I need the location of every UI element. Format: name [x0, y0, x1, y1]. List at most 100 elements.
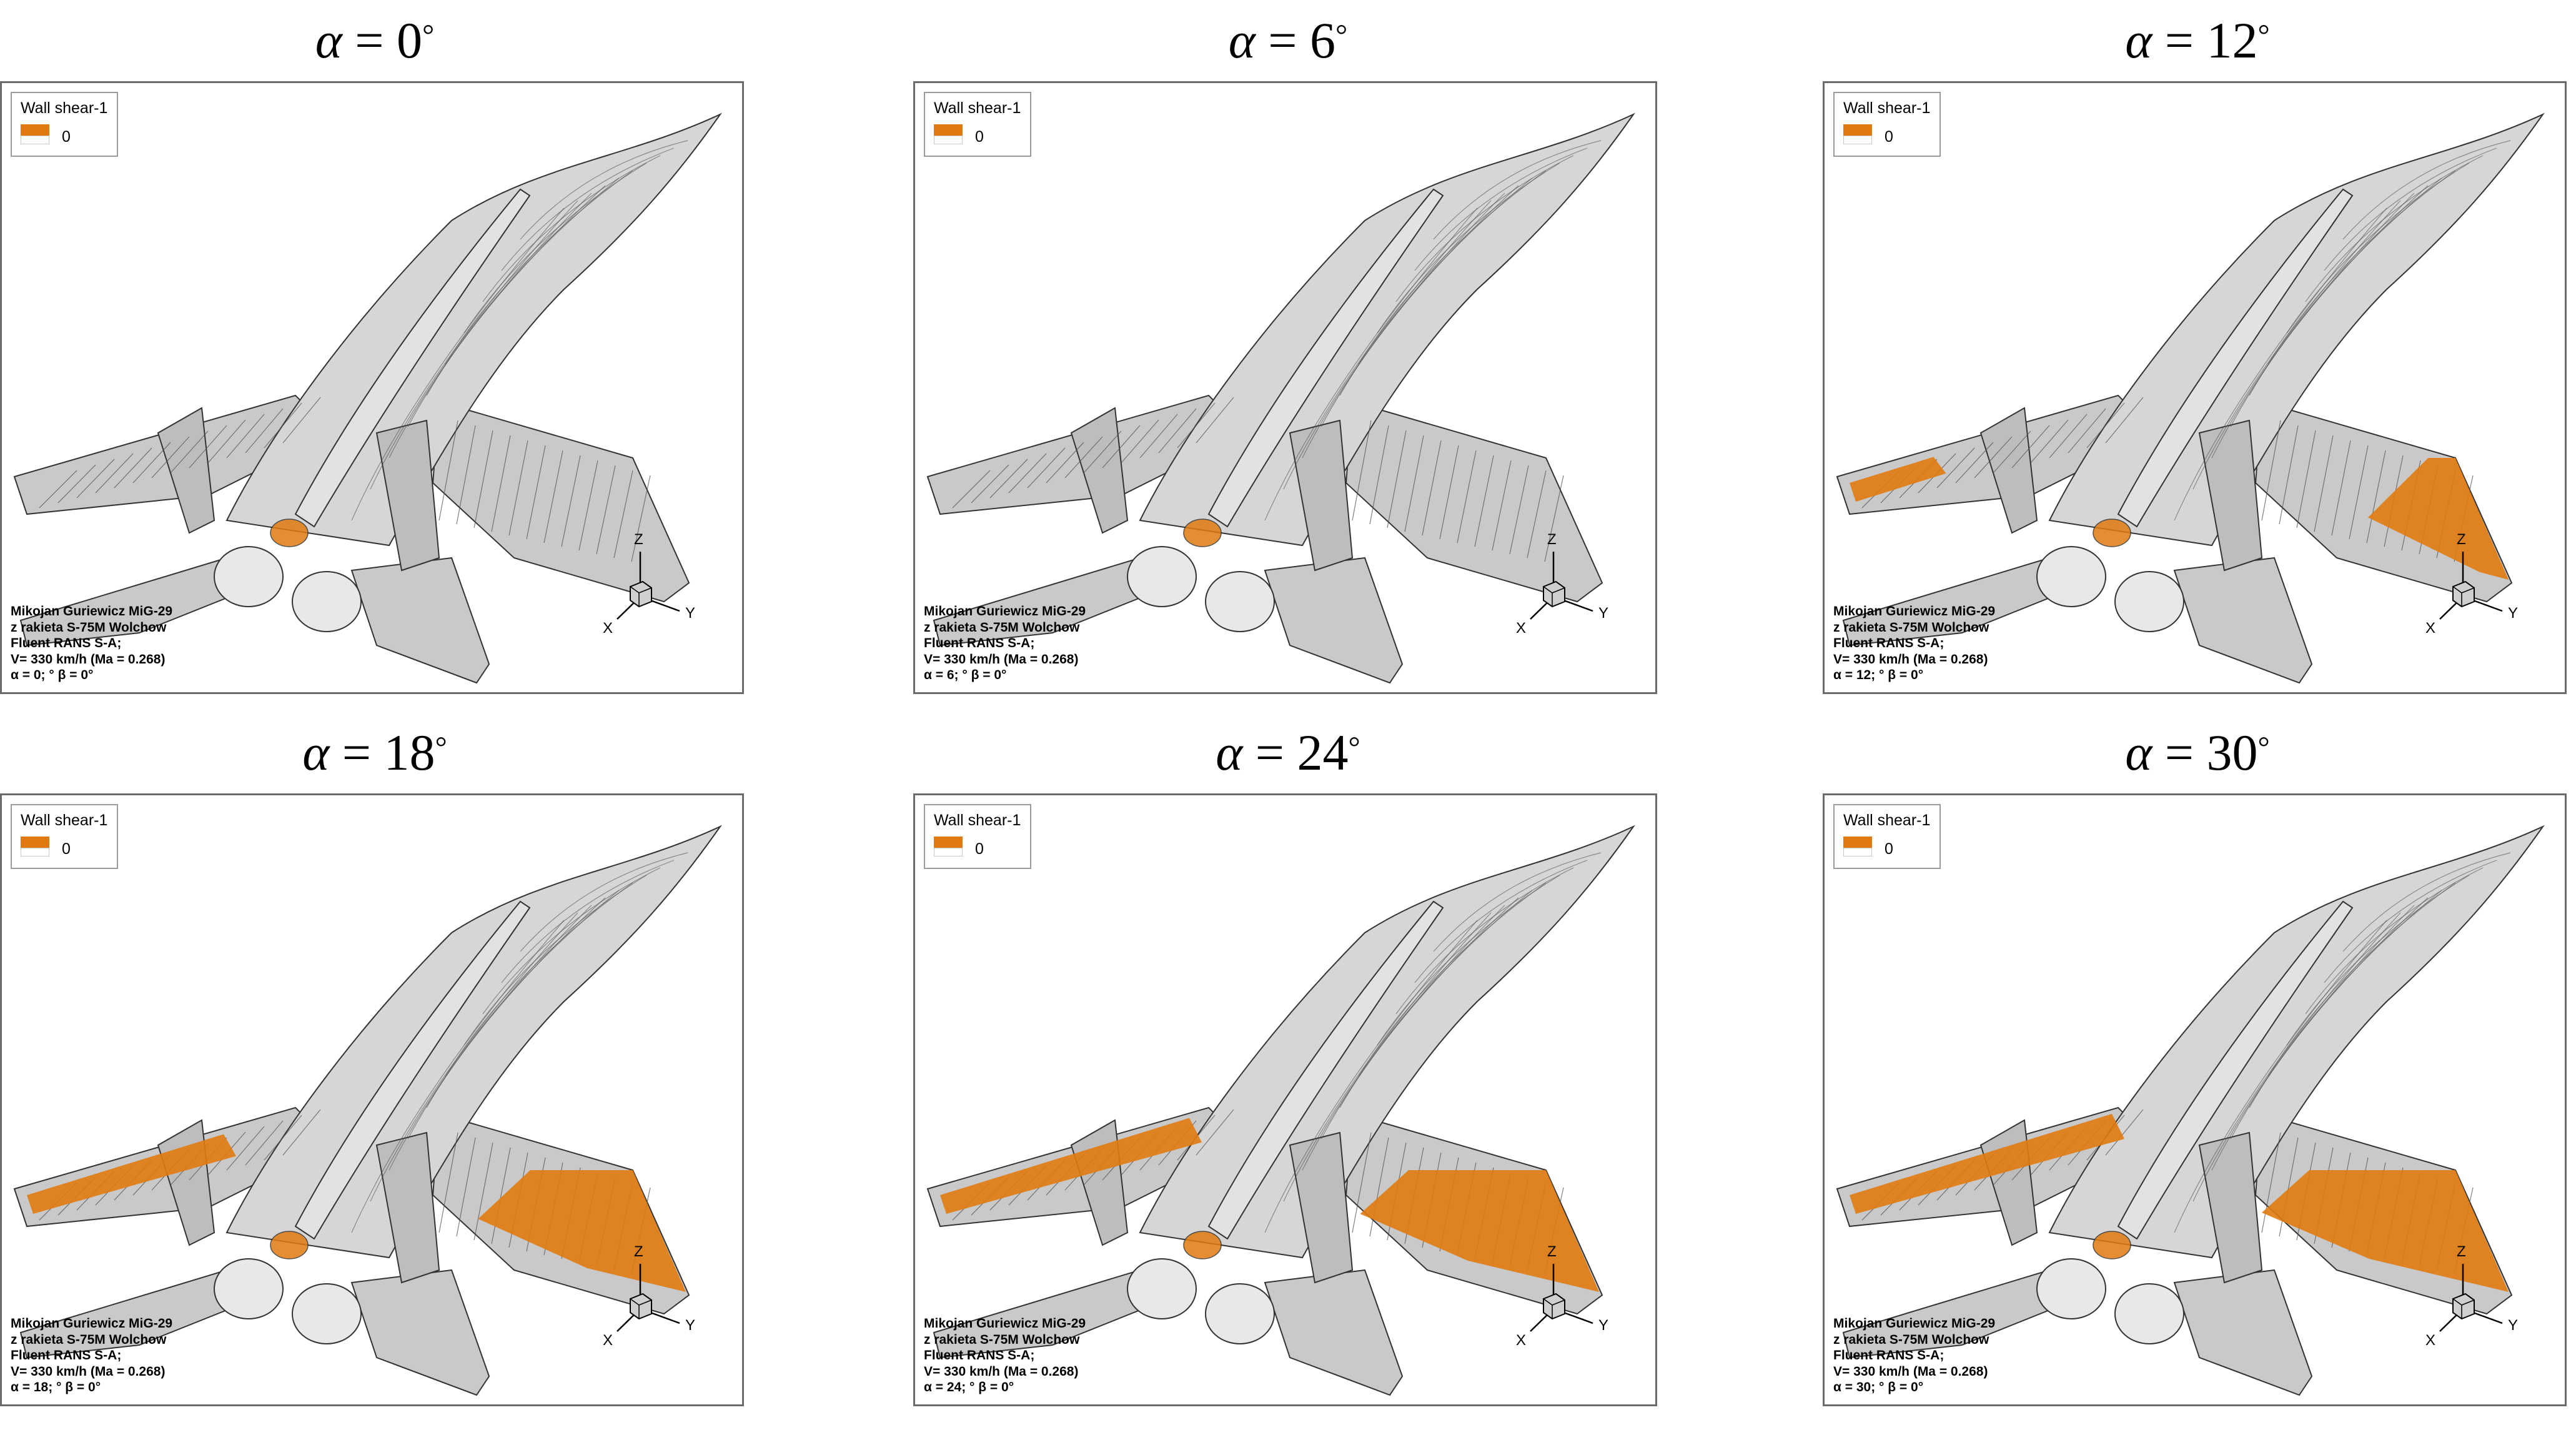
streamline — [463, 162, 647, 334]
streamline — [132, 442, 171, 484]
streamline — [543, 450, 563, 544]
streamline — [207, 419, 246, 464]
legend-value: 0 — [62, 840, 71, 858]
left-tailplane — [1842, 1269, 2089, 1359]
streamline — [1936, 447, 1975, 489]
streamline — [1121, 419, 1159, 464]
streamline — [1283, 912, 1492, 1202]
aircraft-render — [13, 825, 722, 1396]
aircraft-render — [926, 825, 1635, 1396]
streamline — [482, 155, 661, 302]
streamline — [491, 1147, 511, 1244]
streamline — [2324, 147, 2497, 271]
streamline — [1404, 435, 1424, 532]
streamline — [1102, 425, 1141, 469]
streamline — [39, 470, 77, 509]
panel-cell-4: α = 24° Z Y X Wall shear-1 — [913, 712, 1663, 1418]
simulation-caption: Mikojan Guriewicz MiG-29 z rakieta S-75M… — [11, 603, 172, 683]
caption-line-velocity: V= 330 km/h (Ma = 0.268) — [11, 652, 166, 667]
streamline — [520, 852, 688, 952]
caption-line-aircraft: Mikojan Guriewicz MiG-29 — [11, 1316, 173, 1331]
cfd-viewport: Z Y X Wall shear-1 0 Mikojan Guriewicz M… — [1823, 793, 2567, 1406]
streamline — [264, 402, 302, 449]
left-wing-separation — [27, 1134, 236, 1214]
streamline — [95, 453, 134, 494]
streamline — [2174, 920, 2387, 1233]
streamline — [613, 470, 633, 559]
panel-cell-3: α = 18° Z Y X Wall shear-1 — [0, 712, 750, 1418]
aircraft-group — [926, 825, 1635, 1396]
streamline — [501, 147, 675, 271]
streamline — [351, 207, 565, 521]
legend-value: 0 — [1885, 128, 1893, 146]
streamline — [1509, 465, 1529, 555]
caption-line-solver: Fluent RANS S-A; — [11, 1348, 122, 1363]
streamline — [1264, 207, 1478, 521]
left-engine-nozzle — [1127, 546, 1197, 607]
streamline — [151, 436, 190, 479]
streamline — [438, 420, 458, 521]
right-wing-separation — [2368, 458, 2509, 580]
legend-box: Wall shear-1 0 — [1833, 804, 1941, 869]
cfd-viewport: Z Y X Wall shear-1 0 Mikojan Guriewicz M… — [913, 793, 1657, 1406]
streamline — [170, 430, 209, 474]
caption-line-velocity: V= 330 km/h (Ma = 0.268) — [1833, 652, 1988, 667]
right-engine-nozzle — [292, 571, 362, 632]
caption-line-aircraft: Mikojan Guriewicz MiG-29 — [1833, 1316, 1996, 1331]
streamline — [445, 882, 633, 1077]
streamline — [282, 397, 321, 444]
simulation-caption: Mikojan Guriewicz MiG-29 z rakieta S-75M… — [11, 1316, 172, 1396]
streamline — [245, 408, 284, 454]
streamline — [264, 1115, 302, 1161]
streamline — [2192, 912, 2401, 1202]
cfd-viewport: Z Y X Wall shear-1 0 Mikojan Guriewicz M… — [1823, 81, 2567, 694]
nozzle-spot — [2093, 1231, 2131, 1259]
left-tailplane — [933, 1269, 1179, 1359]
alpha-symbol: α — [315, 12, 342, 69]
streamline — [2267, 170, 2456, 365]
panel-title: α = 0° — [0, 0, 750, 81]
caption-line-solver: Fluent RANS S-A; — [1833, 1348, 1944, 1363]
streamline — [456, 1137, 476, 1237]
streamline — [578, 460, 598, 551]
missile — [294, 188, 531, 528]
legend-box: Wall shear-1 0 — [924, 804, 1031, 869]
streamline — [482, 867, 661, 1015]
simulation-caption: Mikojan Guriewicz MiG-29 z rakieta S-75M… — [1833, 603, 1995, 683]
streamline — [1177, 402, 1216, 449]
streamline — [2230, 185, 2429, 427]
left-tailplane — [19, 1269, 266, 1359]
right-wing — [1345, 400, 1603, 603]
right-fin — [1289, 419, 1354, 572]
streamline — [1414, 860, 1588, 983]
streamline — [989, 459, 1028, 499]
streamline — [473, 430, 493, 529]
right-tailplane — [2173, 1269, 2313, 1396]
caption-line-aircraft: Mikojan Guriewicz MiG-29 — [924, 1316, 1086, 1331]
right-tailplane — [1264, 557, 1404, 684]
panel-cell-0: α = 0° Z Y X Wall shear-1 — [0, 0, 750, 706]
streamline — [2011, 425, 2050, 469]
right-tailplane — [1264, 1269, 1404, 1396]
right-wing-separation — [2262, 1170, 2509, 1292]
right-wing — [432, 400, 690, 603]
nozzle-spot — [270, 1231, 309, 1259]
legend-value: 0 — [975, 840, 984, 858]
caption-line-angles: α = 6; ° β = 0° — [924, 668, 1007, 683]
cfd-viewport: Z Y X Wall shear-1 0 Mikojan Guriewicz M… — [913, 81, 1657, 694]
streamline — [407, 185, 606, 427]
legend-title: Wall shear-1 — [934, 812, 1021, 829]
streamline — [1339, 177, 1533, 396]
simulation-caption: Mikojan Guriewicz MiG-29 z rakieta S-75M… — [1833, 1316, 1995, 1396]
nozzle-spot — [2093, 519, 2131, 547]
panel-title: α = 24° — [913, 712, 1663, 793]
left-wing-separation — [940, 1118, 1202, 1214]
streamline — [1008, 453, 1047, 494]
streamline — [2267, 882, 2456, 1077]
streamline — [561, 455, 581, 547]
panel-title: α = 18° — [0, 712, 750, 793]
legend-swatch-separated — [1843, 124, 1872, 136]
streamline — [2349, 445, 2369, 540]
streamline — [1369, 425, 1389, 525]
aircraft-render — [13, 112, 722, 684]
